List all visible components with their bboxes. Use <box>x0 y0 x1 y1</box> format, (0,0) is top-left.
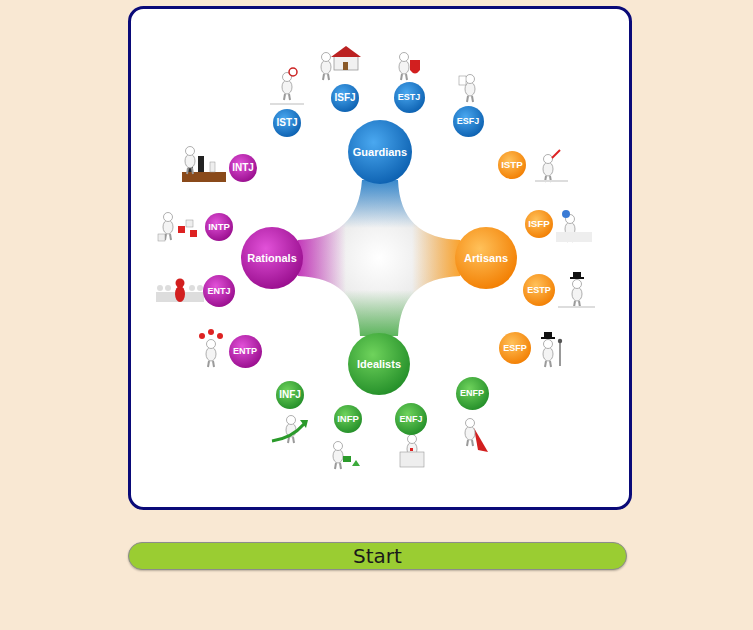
type-badge: ISTJ <box>273 109 301 137</box>
type-badge: ESTP <box>523 274 555 306</box>
group-circle: Idealists <box>348 333 410 395</box>
type-label: ISTJ <box>276 118 297 128</box>
type-label: ESFP <box>503 344 527 353</box>
type-badge: INTP <box>205 213 233 241</box>
type-badge: ISFJ <box>331 84 359 112</box>
type-label: INTJ <box>232 163 254 173</box>
type-badge: ENTP <box>229 335 262 368</box>
button-label: Start <box>353 546 402 566</box>
group-circle: Guardians <box>348 120 412 184</box>
group-circle: Rationals <box>241 227 303 289</box>
type-badge: ENTJ <box>203 275 235 307</box>
group-label: Rationals <box>247 253 297 264</box>
type-badge: ENFJ <box>395 403 427 435</box>
type-label: ENFJ <box>399 415 422 424</box>
type-label: ESTJ <box>398 93 421 102</box>
group-label: Artisans <box>464 253 508 264</box>
panel <box>130 8 631 509</box>
type-label: INFJ <box>279 390 301 400</box>
type-badge: ESTJ <box>394 82 425 113</box>
type-badge: INFJ <box>276 381 304 409</box>
group-label: Guardians <box>353 147 407 158</box>
type-badge: ESFP <box>499 332 531 364</box>
type-label: ENFP <box>460 389 484 398</box>
type-badge: INFP <box>334 405 362 433</box>
type-badge: ENFP <box>456 377 489 410</box>
type-label: INFP <box>337 414 359 424</box>
center-blob <box>290 170 468 348</box>
type-label: ISFP <box>528 219 550 229</box>
type-badge: ESFJ <box>453 106 484 137</box>
type-label: ENTP <box>233 347 257 356</box>
type-badge: ISTP <box>498 151 526 179</box>
type-badge: INTJ <box>229 154 257 182</box>
start-button: Start <box>128 542 627 570</box>
type-label: ISTP <box>501 160 523 170</box>
type-label: ESFJ <box>457 117 480 126</box>
type-label: ESTP <box>527 286 551 295</box>
group-circle: Artisans <box>455 227 517 289</box>
type-label: INTP <box>208 222 230 232</box>
figure-icons <box>156 46 595 469</box>
group-label: Idealists <box>357 359 401 370</box>
type-label: ENTJ <box>207 287 230 296</box>
type-badge: ISFP <box>525 210 553 238</box>
type-label: ISFJ <box>334 93 355 103</box>
